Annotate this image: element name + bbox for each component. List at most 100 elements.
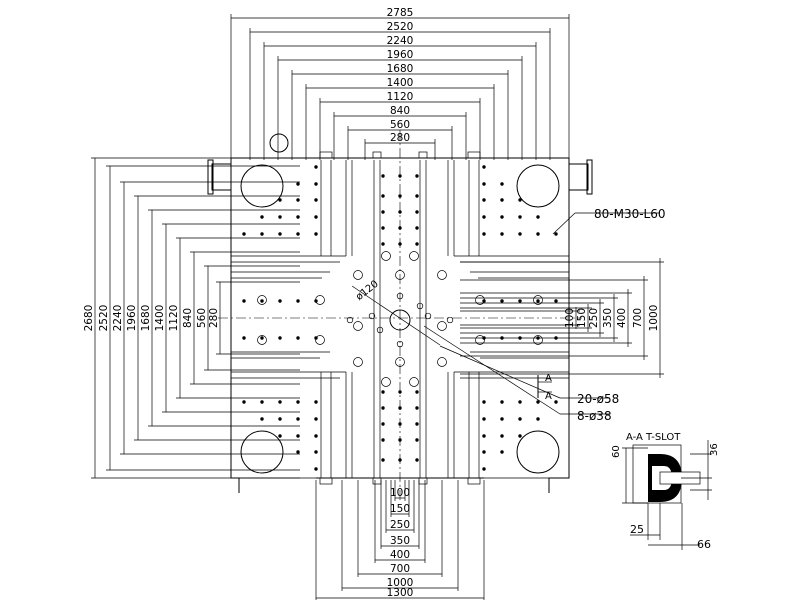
tapped-hole: [381, 458, 385, 462]
ejector-hole-58: [315, 335, 325, 345]
tapped-hole: [500, 450, 504, 454]
tapped-hole: [554, 400, 558, 404]
tapped-hole: [278, 215, 282, 219]
top-dim-label: 1400: [387, 77, 414, 89]
tapped-hole: [381, 438, 385, 442]
tapped-hole: [500, 215, 504, 219]
right-dim-label: 250: [588, 308, 600, 328]
tapped-hole: [260, 299, 264, 303]
bottom-dim-label: 100: [390, 487, 410, 499]
tapped-hole: [500, 182, 504, 186]
callouts: 80-M30-L60 20-ø58 8-ø38 A A: [423, 207, 666, 423]
tapped-hole: [415, 242, 419, 246]
top-dim-label: 1120: [387, 91, 414, 103]
left-dim-label: 2520: [98, 305, 110, 332]
tapped-hole: [398, 242, 402, 246]
ejector-hole-38: [396, 340, 404, 348]
tapped-hole: [536, 400, 540, 404]
ejector-hole-38: [368, 312, 376, 320]
tie-bar-hole-bottom-right: [516, 430, 560, 474]
ejector-hole-58: [381, 377, 391, 387]
tapped-hole: [278, 299, 282, 303]
tapped-hole: [398, 210, 402, 214]
ejector-hole-38: [446, 316, 454, 324]
tapped-hole: [518, 198, 522, 202]
tapped-hole: [314, 434, 318, 438]
ejector-hole-58: [437, 321, 447, 331]
callout-holes-38: 8-ø38: [577, 409, 612, 423]
section-dim-25: 25: [630, 523, 644, 536]
tapped-hole: [398, 226, 402, 230]
tapped-hole: [381, 422, 385, 426]
tapped-hole: [242, 400, 246, 404]
tapped-hole: [500, 417, 504, 421]
right-dim-label: 700: [632, 308, 644, 328]
tapped-hole: [278, 336, 282, 340]
top-dim-label: 2520: [387, 21, 414, 33]
tapped-hole: [260, 336, 264, 340]
bottom-dim-label: 400: [390, 549, 410, 561]
left-dim-label: 1680: [140, 305, 152, 332]
tie-bar-hole-top-left: [240, 164, 284, 208]
tapped-hole: [482, 215, 486, 219]
mounting-holes: [242, 165, 558, 471]
top-dim-label: 2785: [387, 7, 414, 19]
tapped-hole: [500, 232, 504, 236]
tapped-hole: [381, 210, 385, 214]
tapped-hole: [398, 422, 402, 426]
ejector-hole-58: [395, 270, 405, 280]
ejector-hole-58: [533, 295, 543, 305]
tie-bar-hole-top-right: [516, 164, 560, 208]
tapped-hole: [482, 182, 486, 186]
tapped-hole: [296, 400, 300, 404]
tapped-hole: [296, 336, 300, 340]
center-lines: [218, 130, 582, 500]
tapped-hole: [518, 299, 522, 303]
tapped-hole: [278, 198, 282, 202]
tapped-hole: [314, 417, 318, 421]
tapped-hole: [398, 458, 402, 462]
tapped-hole: [554, 232, 558, 236]
tapped-hole: [260, 215, 264, 219]
tapped-hole: [296, 450, 300, 454]
right-dim-label: 350: [602, 308, 614, 328]
tapped-hole: [278, 232, 282, 236]
tapped-hole: [398, 438, 402, 442]
tapped-hole: [536, 215, 540, 219]
tapped-hole: [415, 438, 419, 442]
tapped-hole: [415, 406, 419, 410]
tie-bar-hole-bottom-left: [240, 430, 284, 474]
center-hole-label: ø120: [354, 279, 381, 303]
tapped-hole: [278, 400, 282, 404]
tapped-hole: [500, 434, 504, 438]
right-dim-label: 100: [564, 308, 576, 328]
side-lugs: [207, 159, 593, 195]
ejector-hole-58: [437, 357, 447, 367]
tapped-hole: [260, 232, 264, 236]
tapped-hole: [314, 400, 318, 404]
section-dim-36: 36: [709, 443, 720, 456]
tapped-hole: [314, 467, 318, 471]
left-dim-label: 560: [196, 308, 208, 328]
tapped-hole: [260, 417, 264, 421]
ejector-hole-58: [353, 357, 363, 367]
tapped-hole: [415, 194, 419, 198]
tapped-hole: [482, 198, 486, 202]
callout-holes-58: 20-ø58: [577, 392, 619, 406]
tapped-hole: [500, 299, 504, 303]
ejector-hole-58: [257, 335, 267, 345]
callout-tapped-holes: 80-M30-L60: [594, 207, 666, 221]
tapped-hole: [415, 390, 419, 394]
bottom-dim-label: 150: [390, 503, 410, 515]
top-dim-label: 280: [390, 132, 410, 144]
tapped-hole: [314, 198, 318, 202]
tapped-hole: [482, 299, 486, 303]
left-dim-label: 2680: [83, 305, 95, 332]
tapped-hole: [482, 400, 486, 404]
tapped-hole: [415, 422, 419, 426]
left-dim-label: 840: [182, 308, 194, 328]
right-dim-label: 1000: [648, 305, 660, 332]
bottom-dim-label: 250: [390, 519, 410, 531]
